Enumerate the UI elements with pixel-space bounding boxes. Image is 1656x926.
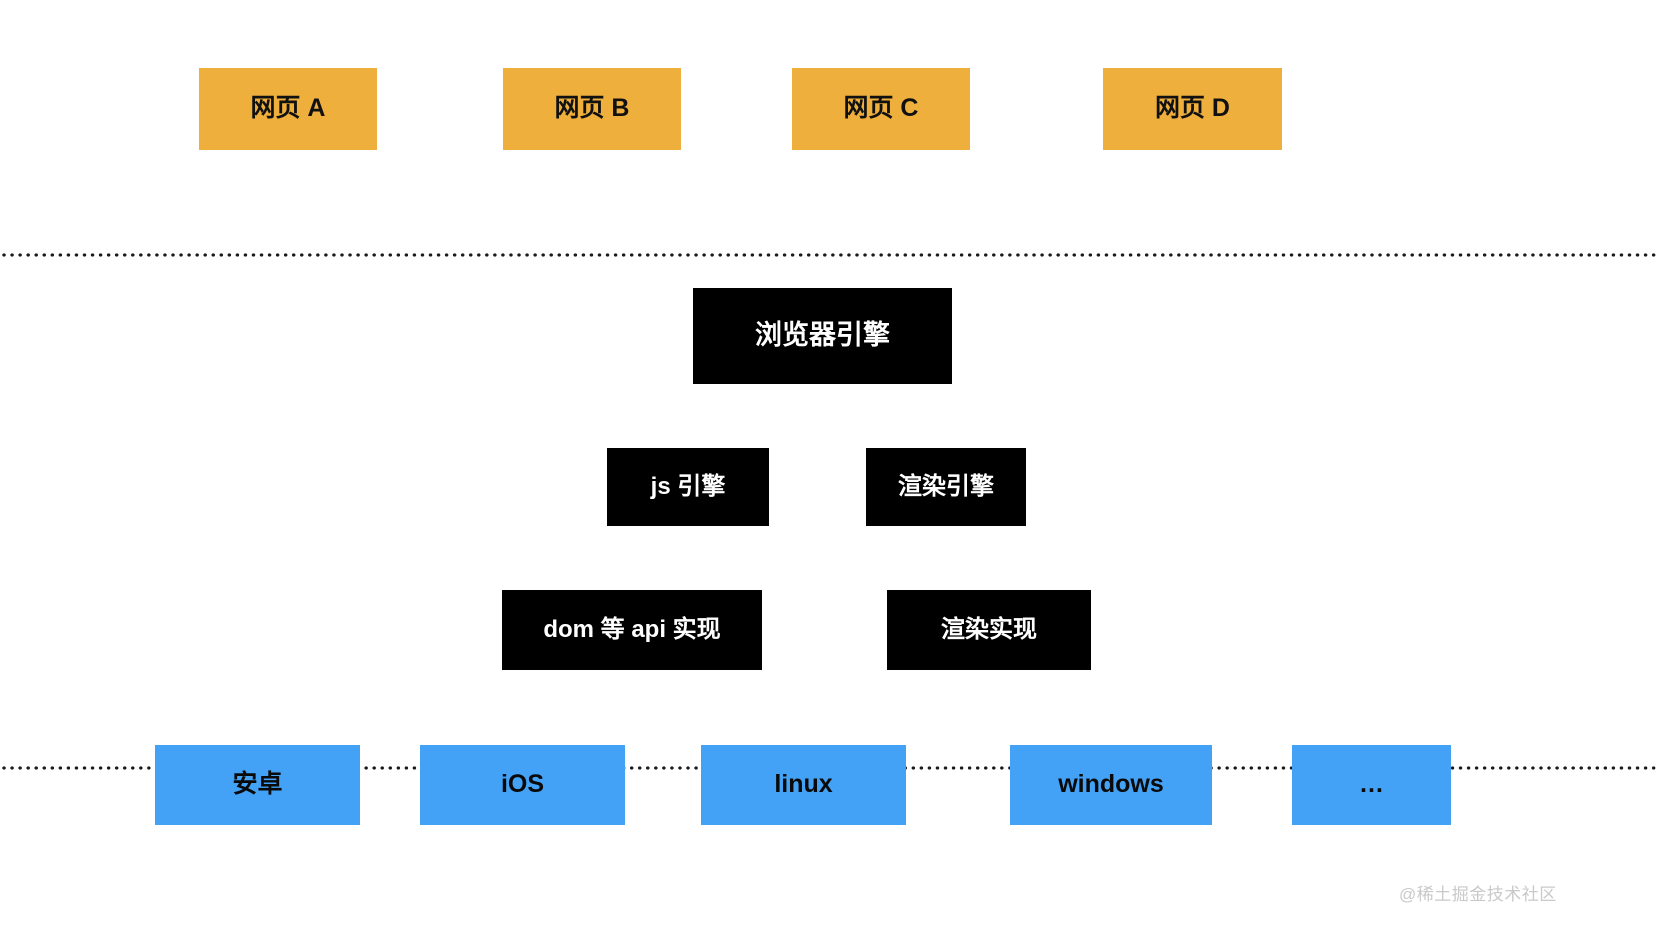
node-operating-systems-3: linux [701,745,906,825]
node-operating-systems-5: … [1292,745,1451,825]
watermark: @稀土掘金技术社区 [1399,885,1557,904]
node-web-pages-4: 网页 D [1103,68,1282,150]
node-operating-systems-2: iOS [420,745,625,825]
node-browser-engine-5: 渲染实现 [887,590,1091,670]
node-operating-systems-4: windows [1010,745,1212,825]
node-browser-engine-2: js 引擎 [607,448,769,526]
node-browser-engine-3: 渲染引擎 [866,448,1026,526]
node-browser-engine-4: dom 等 api 实现 [502,590,762,670]
node-web-pages-3: 网页 C [792,68,970,150]
divider-top [0,253,1656,257]
node-operating-systems-1: 安卓 [155,745,360,825]
node-web-pages-2: 网页 B [503,68,681,150]
node-browser-engine-1: 浏览器引擎 [693,288,952,384]
node-web-pages-1: 网页 A [199,68,377,150]
